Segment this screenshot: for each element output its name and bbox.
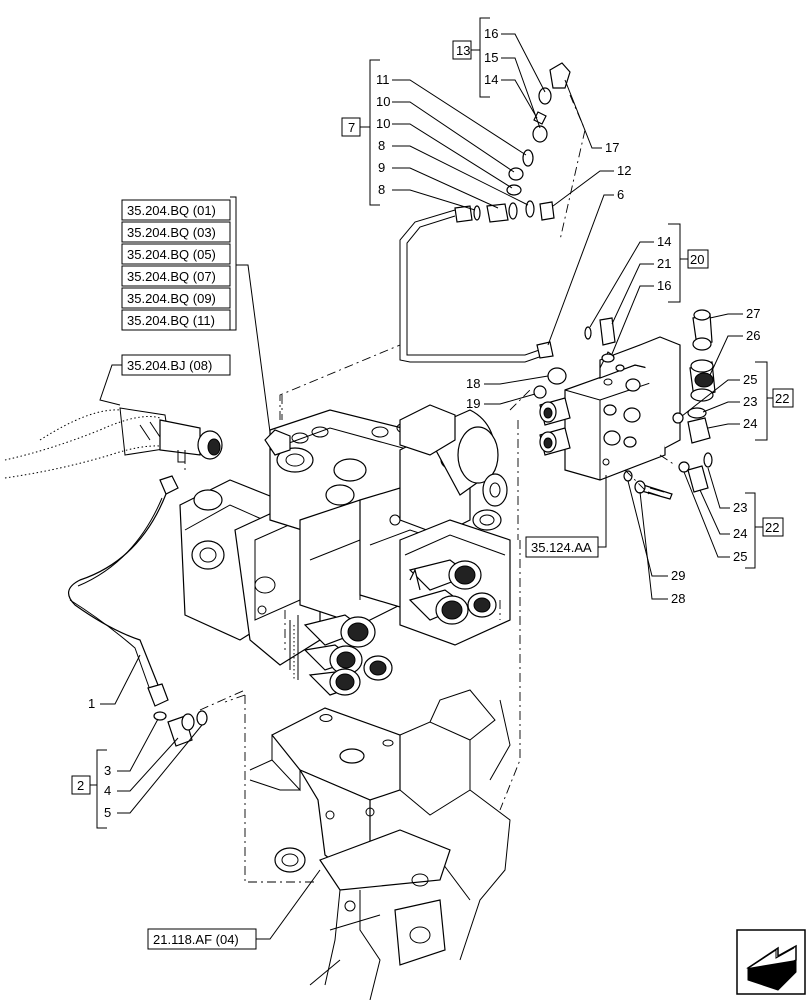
group-22-lower: 22	[745, 492, 784, 569]
callout-17: 17	[605, 140, 619, 155]
callout-21: 21	[657, 256, 671, 271]
group-13: 13	[452, 17, 490, 98]
callout-16-b: 16	[657, 278, 671, 293]
callout-25-b: 25	[733, 549, 747, 564]
group-2-label: 2	[77, 778, 84, 793]
callout-27: 27	[746, 306, 760, 321]
callout-15: 15	[484, 50, 498, 65]
pipe-assembly-top-drawing	[399, 62, 586, 363]
connection-lines	[184, 344, 676, 811]
ref-35-204-bq-11[interactable]: 35.204.BQ (11)	[127, 313, 215, 328]
callout-19: 19	[466, 396, 480, 411]
coupler-bank-right	[408, 559, 497, 625]
callout-5: 5	[104, 805, 111, 820]
next-page-arrow-icon[interactable]	[736, 929, 806, 995]
callout-8: 8	[378, 138, 385, 153]
callout-1: 1	[88, 696, 95, 711]
valve-stack-drawing	[179, 395, 511, 696]
callout-11: 11	[376, 72, 390, 87]
callout-10-b: 10	[376, 116, 390, 131]
ref-35-124-aa[interactable]: 35.124.AA	[531, 540, 592, 555]
callout-26: 26	[746, 328, 760, 343]
coupler-bank-left	[303, 614, 393, 696]
group-22-upper-label: 22	[775, 391, 789, 406]
fitting-group-2-drawing	[153, 710, 208, 747]
callout-3: 3	[104, 763, 111, 778]
reference-list-35-204-bq: 35.204.BQ (01) 35.204.BQ (03) 35.204.BQ …	[121, 196, 271, 433]
callout-23: 23	[743, 394, 757, 409]
callout-10: 10	[376, 94, 390, 109]
group-7: 7	[341, 59, 380, 206]
group-13-label: 13	[456, 43, 470, 58]
tractor-frame-drawing	[224, 689, 511, 1000]
callout-8-b: 8	[378, 182, 385, 197]
ref-35-204-bq-01[interactable]: 35.204.BQ (01)	[127, 203, 216, 218]
group-22-lower-label: 22	[765, 520, 779, 535]
group-22-upper: 22	[755, 361, 794, 441]
callout-18: 18	[466, 376, 480, 391]
callout-14-b: 14	[657, 234, 671, 249]
ref-35-204-bj-08[interactable]: 35.204.BJ (08)	[127, 358, 212, 373]
ref-35-204-bq-03[interactable]: 35.204.BQ (03)	[127, 225, 216, 240]
hose-assembly-drawing	[4, 407, 223, 707]
callouts: 16 15 14 17 11 10 10 8 9 8 12 6 14 21 16…	[88, 26, 760, 820]
callout-6: 6	[617, 187, 624, 202]
ref-35-204-bq-09[interactable]: 35.204.BQ (09)	[127, 291, 216, 306]
ref-35-204-bq-05[interactable]: 35.204.BQ (05)	[127, 247, 216, 262]
callout-24-b: 24	[733, 526, 747, 541]
ref-21-118-af-04[interactable]: 21.118.AF (04)	[153, 932, 239, 947]
callout-16: 16	[484, 26, 498, 41]
callout-12: 12	[617, 163, 631, 178]
callout-9: 9	[378, 160, 385, 175]
group-20: 20	[668, 223, 709, 303]
group-7-label: 7	[348, 120, 355, 135]
callout-29: 29	[671, 568, 685, 583]
auxiliary-valve-block-drawing	[517, 309, 716, 540]
ref-35-204-bq-07[interactable]: 35.204.BQ (07)	[127, 269, 216, 284]
callout-14: 14	[484, 72, 498, 87]
group-2: 2	[71, 749, 107, 829]
callout-23-b: 23	[733, 500, 747, 515]
callout-28: 28	[671, 591, 685, 606]
callout-24: 24	[743, 416, 757, 431]
callout-25: 25	[743, 372, 757, 387]
group-20-label: 20	[690, 252, 704, 267]
callout-4: 4	[104, 783, 111, 798]
